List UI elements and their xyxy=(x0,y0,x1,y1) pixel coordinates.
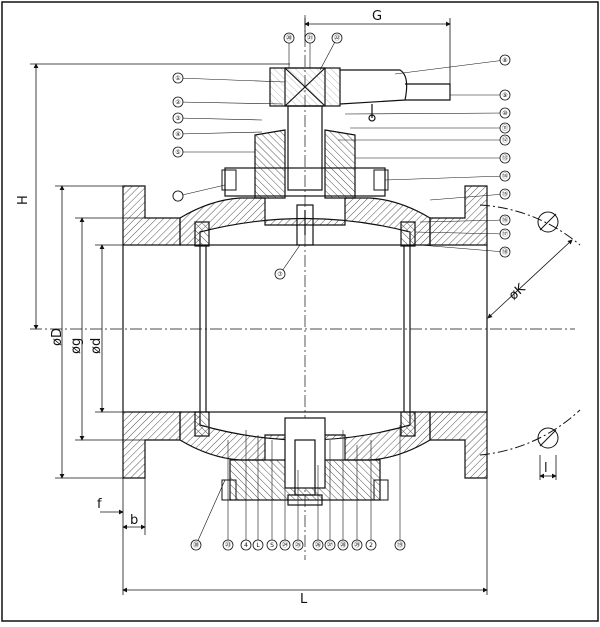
balloon-spare-circle xyxy=(172,190,184,202)
balloon-bottom-1-circle xyxy=(240,539,252,551)
balloon-bottom-5: ㉕ xyxy=(295,541,301,549)
balloon-right-7-circle xyxy=(499,188,511,200)
balloon-bottom-1: 4 xyxy=(244,542,248,549)
dim-l-small-label: l xyxy=(544,461,548,476)
balloon-right-11-circle xyxy=(394,539,406,551)
balloon-left-6: ⑦ xyxy=(277,271,283,278)
dim-g-diam-label: øg xyxy=(69,338,84,354)
balloon-left-1: ② xyxy=(175,99,181,106)
dim-g-label: G xyxy=(372,9,382,24)
balloon-left-6-circle xyxy=(274,268,286,280)
balloon-bottom-9: ㉙ xyxy=(354,541,360,549)
balloon-bottom-4: ㉔ xyxy=(282,541,288,549)
balloon-right-6: ⑭ xyxy=(502,172,508,180)
balloon-bottom-0-circle xyxy=(222,539,234,551)
balloon-left-4: ⑤ xyxy=(175,149,180,156)
balloon-bottom-0: ㉓ xyxy=(225,541,231,549)
balloon-bottom-4-circle xyxy=(279,539,291,551)
balloon-bottom-8-circle xyxy=(337,539,349,551)
balloon-top-0-circle xyxy=(283,32,295,44)
balloon-top-2: ㉒ xyxy=(334,34,340,42)
balloon-left-3-circle xyxy=(172,128,184,140)
balloon-right-10-circle xyxy=(499,246,511,258)
balloon-right-4-circle xyxy=(499,134,511,146)
balloon-misc-0-circle xyxy=(190,539,202,551)
valve-body-lower xyxy=(122,411,488,506)
balloon-top-1-circle xyxy=(304,32,316,44)
dim-f-label: f xyxy=(97,497,102,512)
dim-d-outer-label: øD xyxy=(50,328,65,346)
balloon-left-2: ③ xyxy=(175,115,180,122)
balloon-right-5-circle xyxy=(499,152,511,164)
balloon-right-1-circle xyxy=(499,89,511,101)
balloon-right-0-circle xyxy=(499,54,511,66)
balloon-bottom-6: ㉖ xyxy=(315,541,321,549)
balloon-bottom-5-circle xyxy=(292,539,304,551)
dimension-lines xyxy=(30,18,573,595)
balloon-bottom-7-circle xyxy=(324,539,336,551)
balloon-left-2-circle xyxy=(172,112,184,124)
balloon-right-3: ⑪ xyxy=(502,124,508,132)
balloon-right-3-circle xyxy=(499,122,511,134)
leader-lines xyxy=(177,37,506,546)
balloon-bottom-3: S xyxy=(270,542,274,549)
dim-b-label: b xyxy=(130,513,138,528)
balloon-right-7: ⑮ xyxy=(502,190,508,198)
balloon-right-6-circle xyxy=(499,170,511,182)
balloon-left-4-circle xyxy=(172,146,184,158)
balloon-bottom-7: ㉗ xyxy=(327,541,333,549)
dim-d-bore-label: ød xyxy=(89,338,104,354)
balloon-right-2: ⑩ xyxy=(502,110,507,117)
balloon-top-2-circle xyxy=(331,32,343,44)
balloon-right-5: ⑬ xyxy=(502,154,508,162)
balloon-left-3: ④ xyxy=(175,131,180,138)
balloon-bottom-9-circle xyxy=(351,539,363,551)
balloon-left-0-circle xyxy=(172,72,184,84)
stem xyxy=(269,67,341,246)
balloon-misc-0: ㉚ xyxy=(193,541,199,549)
balloon-left-0: ① xyxy=(175,75,180,82)
balloon-bottom-6-circle xyxy=(312,539,324,551)
dim-l-label: L xyxy=(300,592,308,607)
dim-h-label: H xyxy=(16,195,31,205)
balloon-bottom-8: ㉘ xyxy=(340,541,346,549)
bolt-hole-circles xyxy=(479,204,581,456)
balloon-right-9-circle xyxy=(499,228,511,240)
balloon-bottom-10: 2 xyxy=(369,542,373,549)
balloon-bottom-2: L xyxy=(256,542,260,549)
balloon-bottom-3-circle xyxy=(266,539,278,551)
balloon-left-1-circle xyxy=(172,96,184,108)
balloon-right-10: ⑱ xyxy=(502,248,508,256)
balloon-bottom-2-circle xyxy=(252,539,264,551)
balloon-right-0: ⑧ xyxy=(502,57,507,64)
dim-k-label: øK xyxy=(506,281,529,303)
balloon-right-8-circle xyxy=(499,214,511,226)
balloon-top-1: ㉑ xyxy=(307,34,313,42)
balloon-right-1: ⑨ xyxy=(502,92,507,99)
balloon-bottom-10-circle xyxy=(365,539,377,551)
balloon-right-2-circle xyxy=(499,107,511,119)
part-balloons: ①②③④⑤⑥⑦⑧⑨⑩⑪⑫⑬⑭⑮⑯⑰⑱⑲⑳㉑㉒㉓4LS㉔㉕㉖㉗㉘㉙2㉚ xyxy=(172,32,511,551)
balloon-right-8: ⑯ xyxy=(502,216,508,224)
balloon-right-9: ⑰ xyxy=(502,230,508,238)
balloon-right-4: ⑫ xyxy=(502,136,508,144)
balloon-right-11: ⑲ xyxy=(397,541,403,549)
balloon-top-0: ⑳ xyxy=(286,34,292,42)
